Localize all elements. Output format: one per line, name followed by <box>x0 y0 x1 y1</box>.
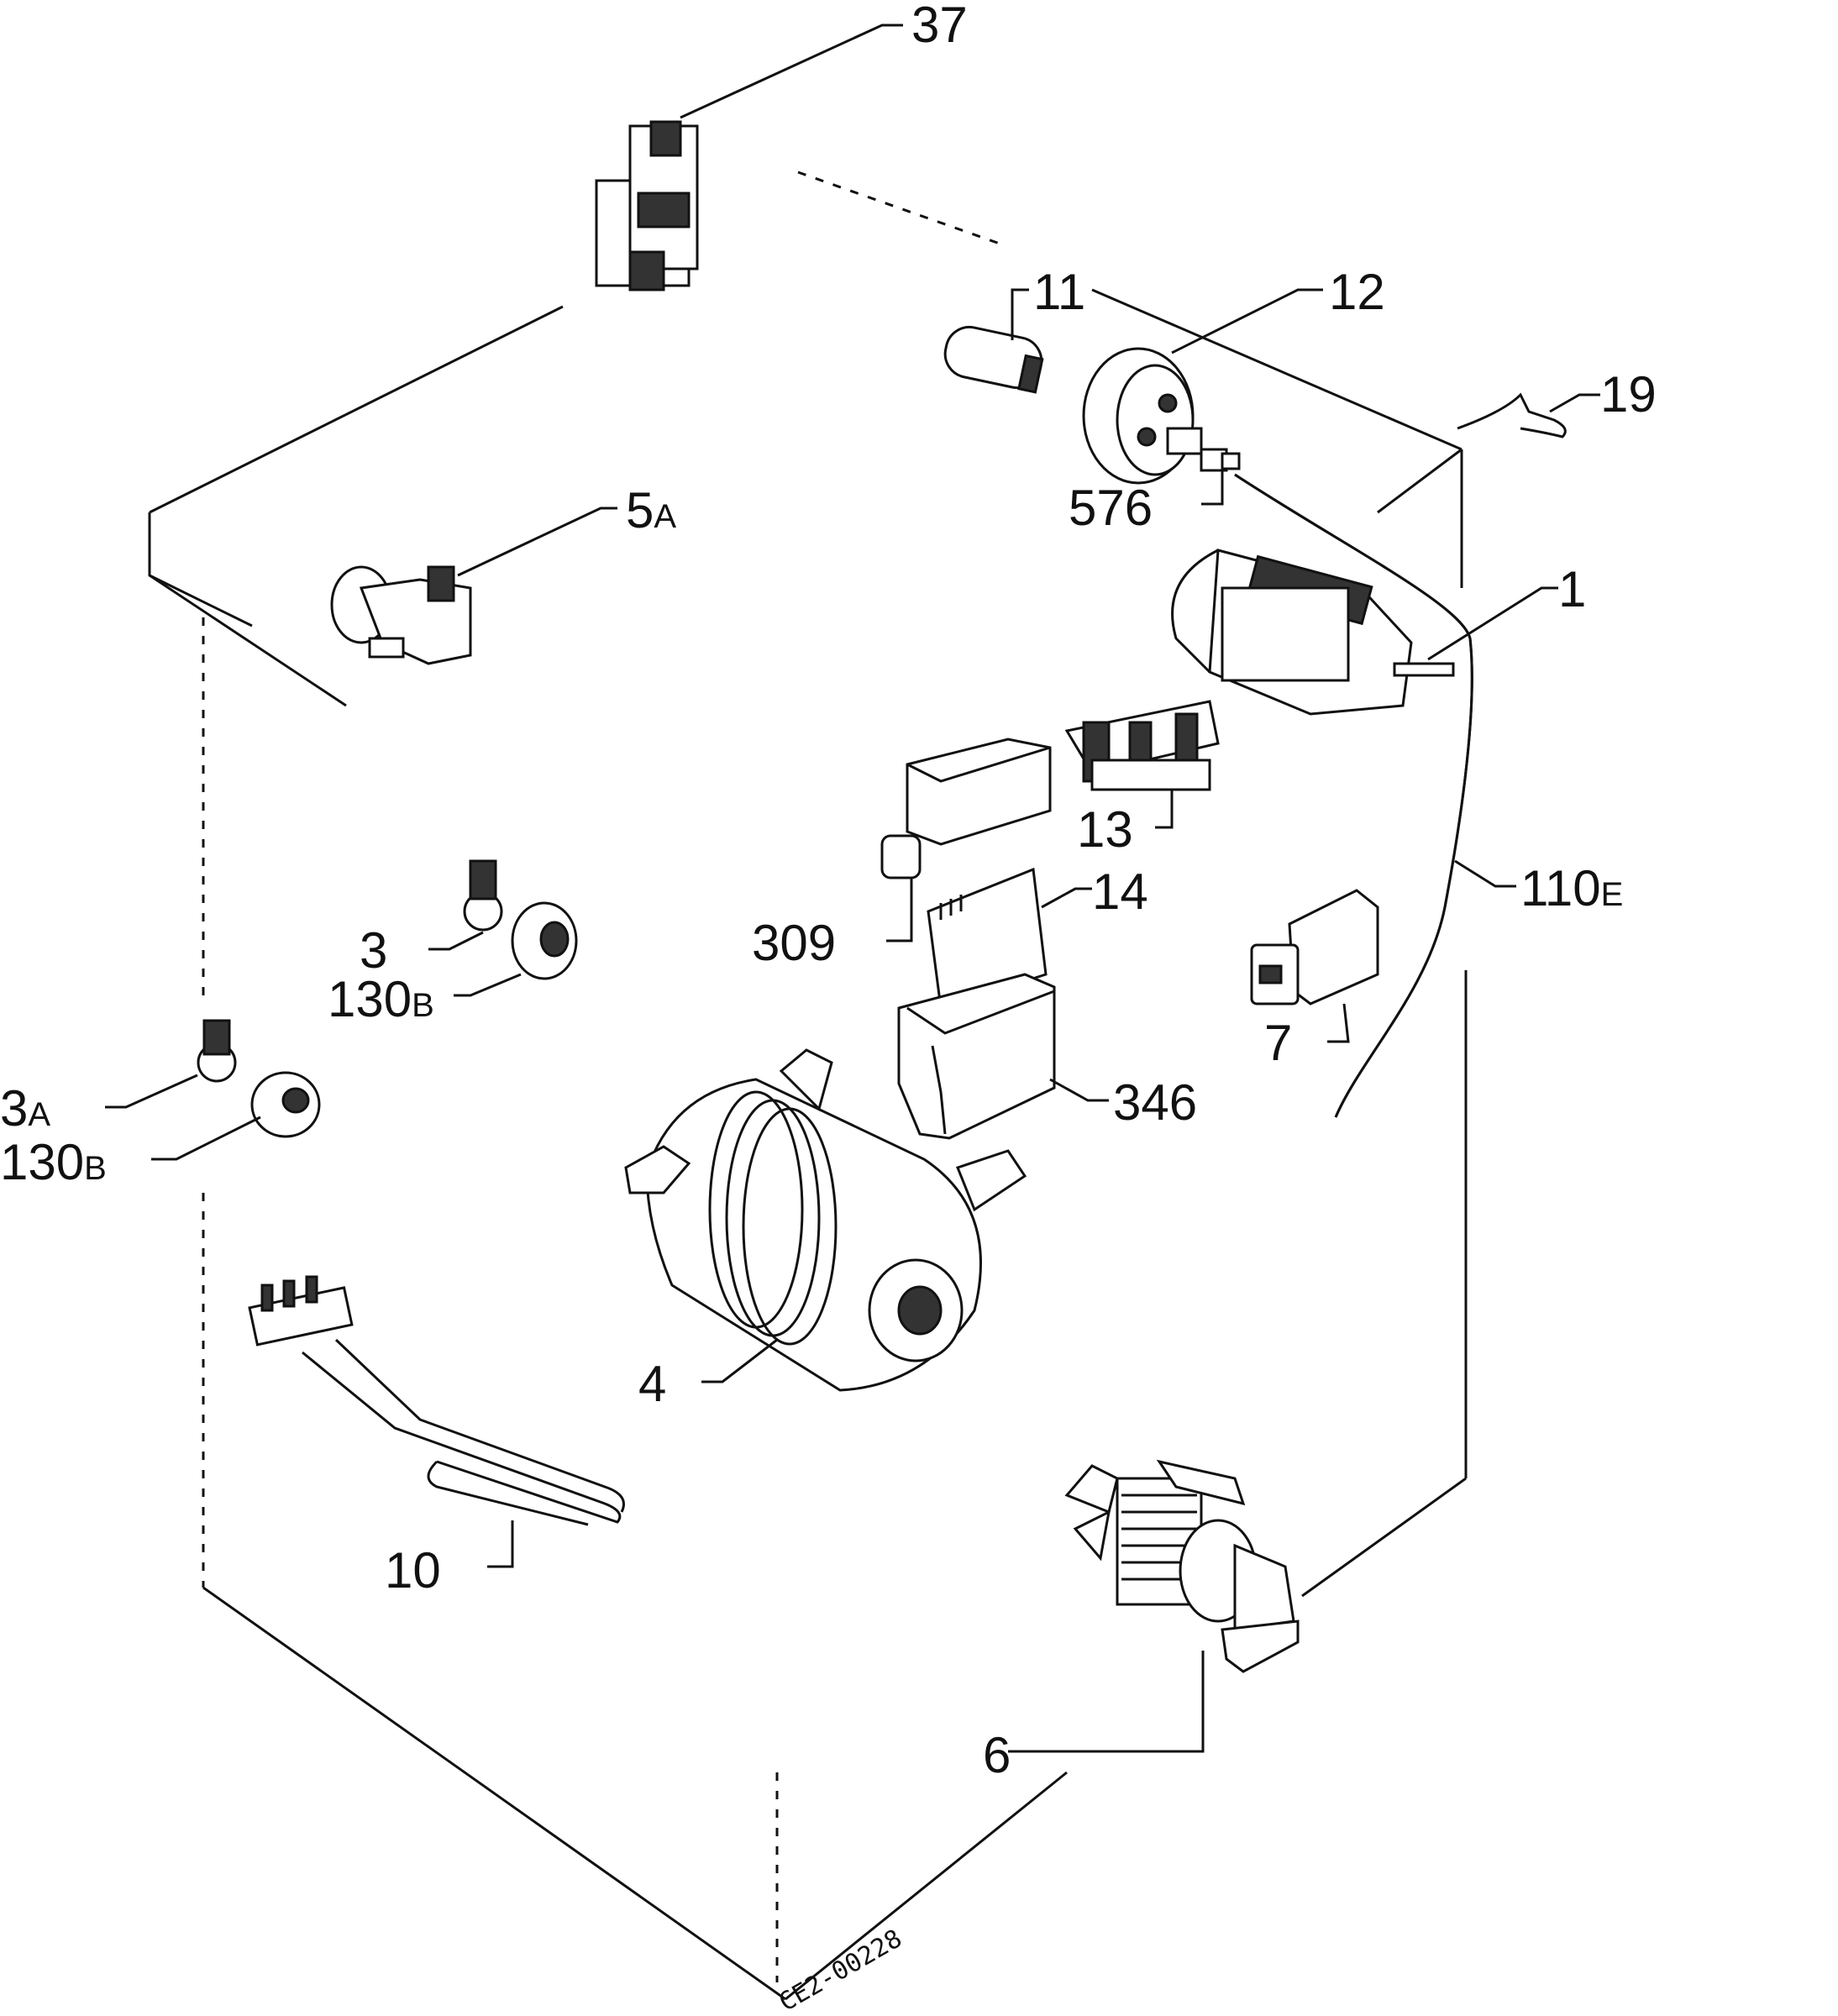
label-10: 10 <box>385 1542 441 1599</box>
label-13: 13 <box>1077 801 1133 858</box>
label-14: 14 <box>1092 864 1148 920</box>
leader-14 <box>1041 887 1092 909</box>
lid-back-edge <box>797 171 1000 245</box>
leader-10 <box>487 1520 514 1568</box>
heating-element-part <box>248 1275 625 1526</box>
capacitor-part <box>943 325 1044 394</box>
leader-11 <box>1011 288 1029 340</box>
bottom-right-edge <box>785 1771 1068 2001</box>
lid-right-edge <box>1377 448 1463 514</box>
hose-connector-part <box>1200 448 1241 472</box>
label-130b-lower-suffix: B <box>84 1150 107 1187</box>
label-12: 12 <box>1329 264 1385 320</box>
leader-37 <box>680 24 903 119</box>
leader-13 <box>1155 790 1174 829</box>
motor-part <box>624 1048 1027 1392</box>
cabinet-outline <box>148 171 1468 2001</box>
label-19: 19 <box>1600 366 1657 423</box>
door-lock-part <box>595 120 699 291</box>
timer-programmer-part <box>1171 549 1455 716</box>
wire-clip-part <box>1457 392 1567 438</box>
leader-130b-lower <box>151 1116 261 1161</box>
label-576: 576 <box>1069 480 1153 536</box>
grommet-upper-part <box>511 901 578 980</box>
drain-pump-part <box>1064 1459 1300 1673</box>
label-5a-num: 5 <box>626 482 654 538</box>
label-130b-upper: 130B <box>328 971 434 1027</box>
leader-7 <box>1327 1003 1350 1043</box>
suppressor-filter-part <box>1250 889 1379 1005</box>
module-cover-part <box>880 738 1052 879</box>
label-11: 11 <box>1033 264 1085 320</box>
label-3a-num: 3 <box>0 1080 28 1137</box>
leader-309 <box>886 878 913 942</box>
leader-5a <box>457 507 617 577</box>
lid-left-edge <box>149 305 564 514</box>
pressure-hose-part <box>1234 473 1473 1118</box>
drawing-code: CE2-00228 <box>775 1924 907 2016</box>
label-110e-num: 110 <box>1520 860 1601 916</box>
bottom-front-edge <box>202 1586 786 2001</box>
label-130b-upper-num: 130 <box>328 971 412 1027</box>
leader-1 <box>1427 586 1558 661</box>
bottom-back-edge <box>1301 1477 1467 1598</box>
leader-4 <box>701 1338 778 1383</box>
label-130b-lower-num: 130 <box>0 1134 84 1190</box>
module-housing-part <box>897 973 1056 1140</box>
leader-6 <box>1008 1651 1205 1753</box>
label-5a-number: 5A <box>626 482 676 538</box>
label-4: 4 <box>638 1356 666 1412</box>
label-130b-lower: 130B <box>0 1134 107 1190</box>
switch-block-part <box>1064 700 1220 791</box>
lid-front-edge <box>148 512 347 707</box>
inlet-valve-part <box>330 565 472 665</box>
label-346: 346 <box>1113 1074 1197 1131</box>
leader-130b-upper <box>454 973 522 997</box>
label-3: 3 <box>360 922 387 979</box>
label-5a-suffix: A <box>654 498 676 535</box>
leader-3 <box>428 931 484 951</box>
leader-576 <box>1201 470 1224 506</box>
leader-346 <box>1049 1078 1109 1102</box>
label-6: 6 <box>983 1727 1011 1783</box>
label-309: 309 <box>752 915 836 971</box>
label-3a-suffix: A <box>28 1096 50 1133</box>
leader-3a <box>105 1074 198 1109</box>
label-7: 7 <box>1264 1015 1292 1071</box>
grommet-lower-part <box>250 1071 321 1138</box>
lid-front-bottom <box>149 574 253 627</box>
leader-12 <box>1171 288 1323 354</box>
label-110e-number: 110E <box>1520 860 1623 916</box>
label-130b-upper-suffix: B <box>412 987 434 1024</box>
leader-19 <box>1549 393 1600 413</box>
circuit-board-part <box>927 867 1048 1010</box>
leader-110e <box>1454 859 1516 888</box>
label-1: 1 <box>1558 561 1586 617</box>
thermostat-a-part <box>197 1019 237 1083</box>
lid-back-edge-2 <box>1091 288 1463 451</box>
label-110e-suffix: E <box>1601 876 1624 913</box>
pressure-switch-part <box>1082 347 1203 485</box>
label-37: 37 <box>911 0 968 53</box>
label-3a-number: 3A <box>0 1080 50 1137</box>
thermostat-part <box>463 859 503 932</box>
